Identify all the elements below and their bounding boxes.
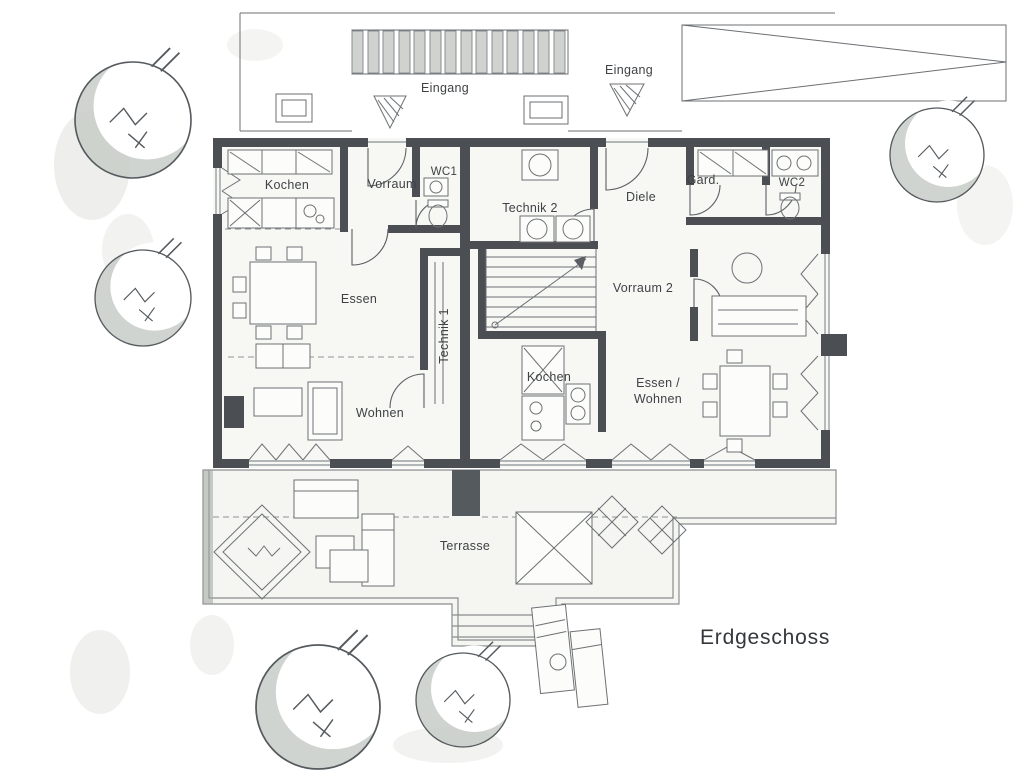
technik-shaft [434,262,444,404]
kitchen-right-counters [521,345,591,441]
interior-walls [340,147,830,432]
staircase [485,249,597,331]
label-technik-2: Technik 2 [502,201,558,215]
technik2-fixtures [519,149,591,243]
flat-roof-plan [681,24,1007,102]
dining-table-left [232,246,317,369]
terrace-retaining-wall [203,470,213,604]
floor-title: Erdgeschoss [700,626,830,649]
entrance-mark-right [609,83,645,118]
tree [74,47,202,179]
terrace-daybed [515,511,593,585]
terrace-chair-2 [637,505,687,555]
label-terrasse: Terrasse [440,539,490,553]
label-technik-1: Technik 1 [437,308,451,364]
entrance-canopy [239,12,1007,132]
labels: Eingang Eingang Kochen Vorraum WC1 Techn… [265,63,830,649]
label-eingang-left: Eingang [421,81,469,95]
label-garderobe: Gard. [687,173,720,187]
terrace-tables [315,535,369,583]
living-left [224,381,343,441]
tree [415,640,519,748]
label-kochen-right: Kochen [527,370,571,384]
label-wc1: WC1 [431,166,457,178]
label-essen-wohnen-1: Essen / [636,376,680,390]
exterior-walls [213,138,847,468]
tree [255,629,391,770]
pergola-slats [351,29,569,75]
entrance-mark-left [373,95,407,130]
label-wohnen-left: Wohnen [356,406,404,420]
wardrobe [697,149,769,177]
label-vorraum-2: Vorraum 2 [613,281,673,295]
doormat-right [523,95,569,125]
label-diele: Diele [626,190,656,204]
wc2-fixtures [771,149,819,220]
label-wc2: WC2 [779,177,805,189]
label-kochen-left: Kochen [265,178,309,192]
terrace-rug [213,504,311,600]
label-essen-left: Essen [341,292,377,306]
party-wall [460,147,470,459]
terrace [202,469,837,708]
windows-glazing [215,141,830,466]
label-vorraum-left: Vorraum [367,177,416,191]
label-eingang-right: Eingang [605,63,653,77]
label-essen-wohnen-2: Wohnen [634,392,682,406]
kitchen-left-counters [227,149,335,229]
building [213,138,847,468]
fireplace [224,396,244,428]
terrace-pillar [452,470,480,516]
wc1-fixtures [423,177,449,228]
doormat-left [275,93,313,123]
terrace-chair-1 [585,495,639,549]
garden-loungers [531,603,609,708]
living-dining-right [702,252,807,453]
